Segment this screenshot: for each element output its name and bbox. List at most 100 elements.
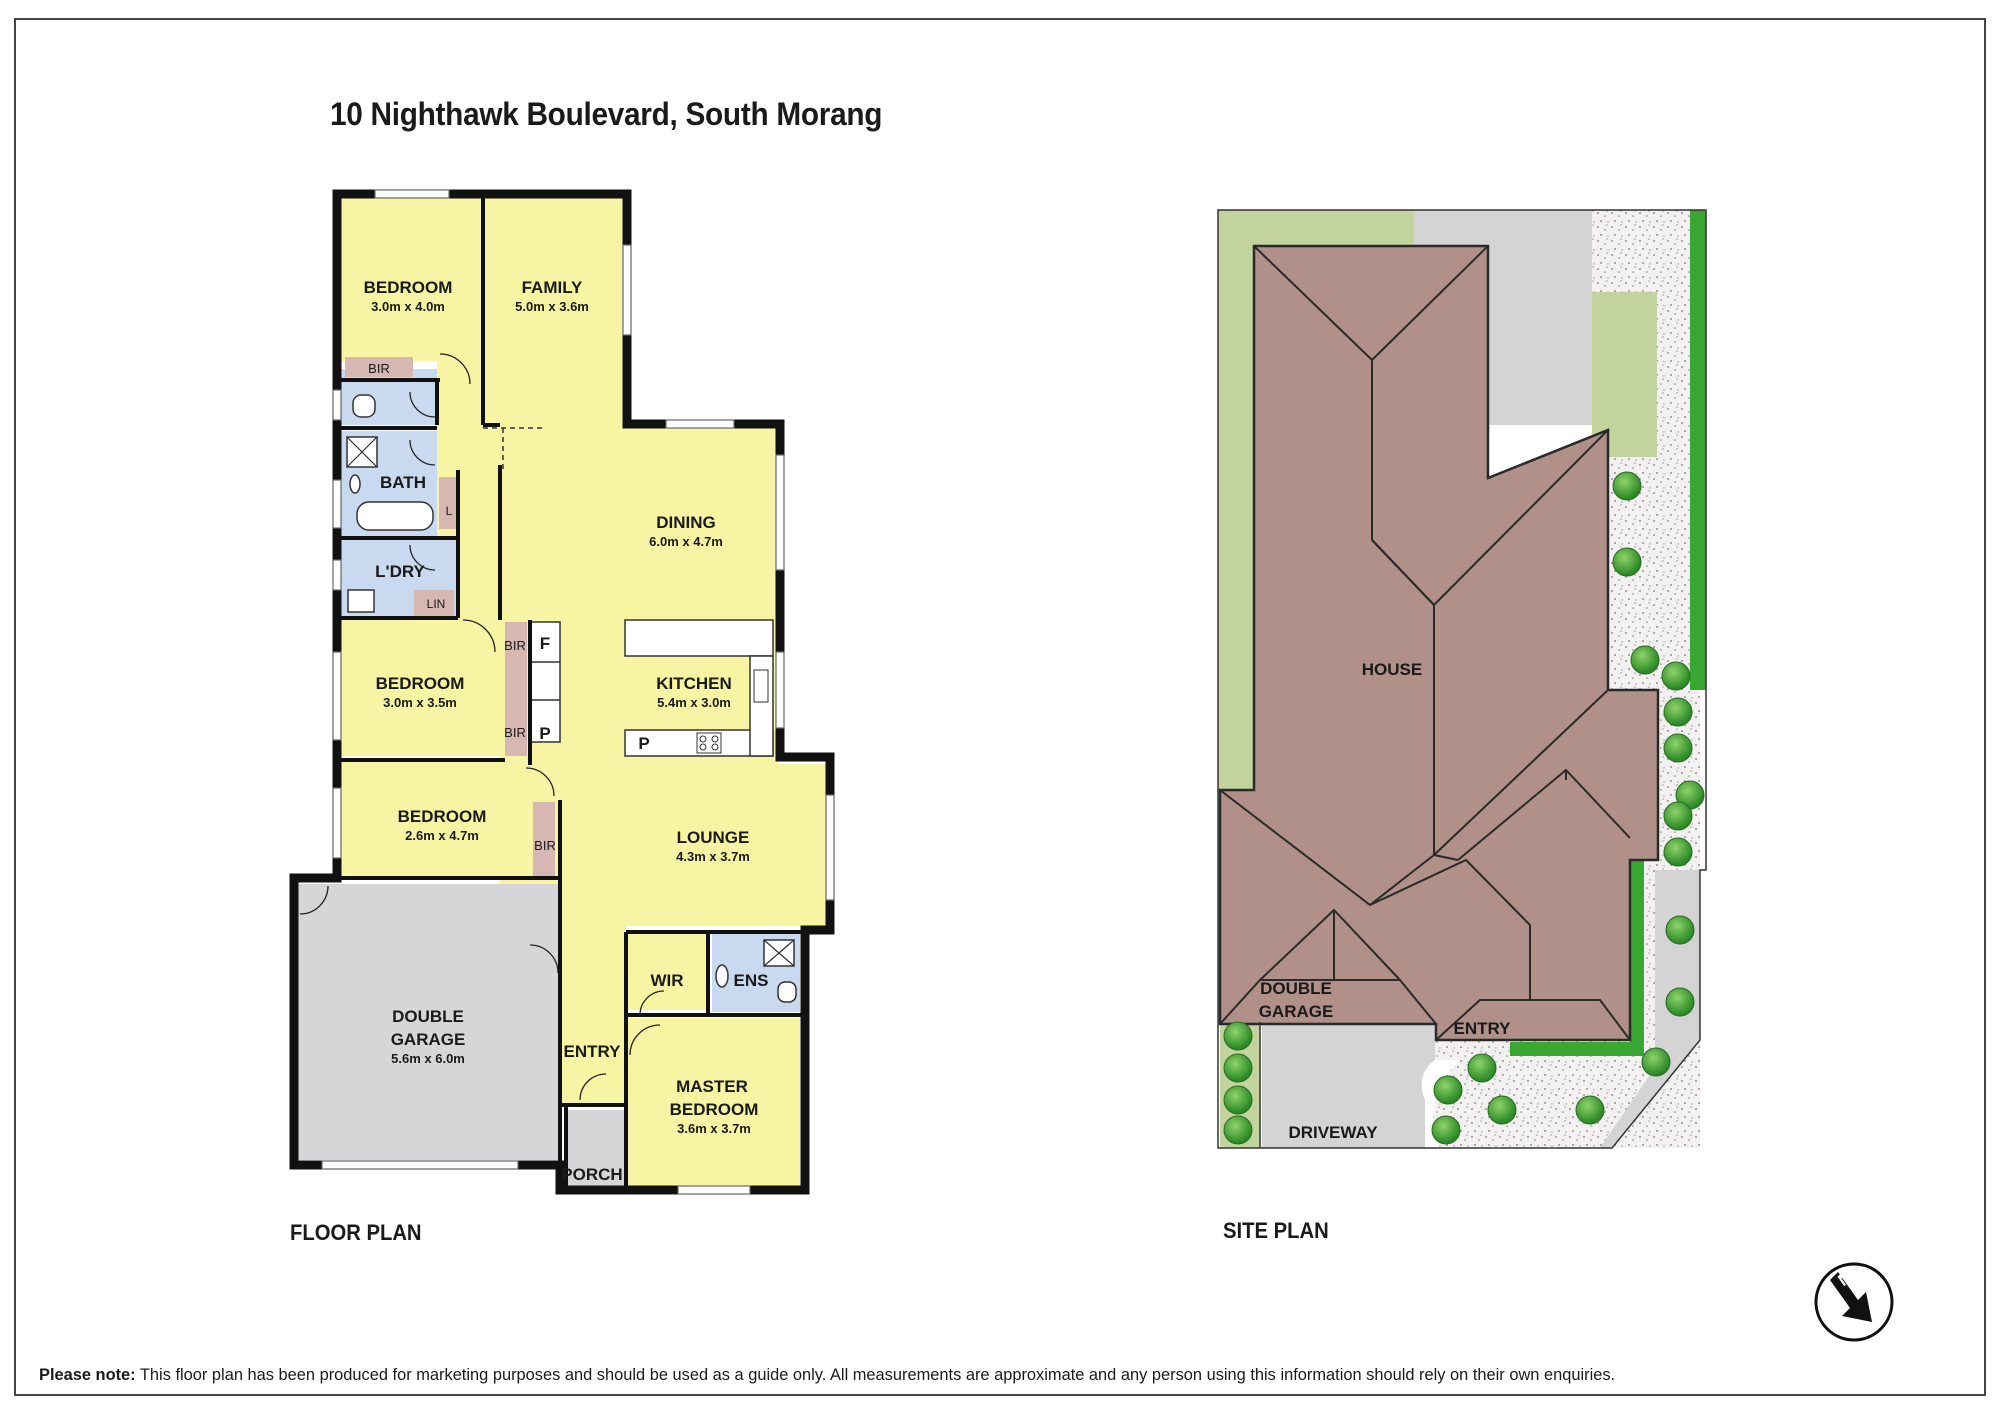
fridge-label: F <box>540 634 550 653</box>
porch-label: PORCH <box>561 1165 622 1184</box>
house-roof <box>1218 244 1660 1042</box>
bir-2-robe <box>505 622 527 756</box>
window <box>775 651 785 729</box>
shrub-icon <box>1630 645 1660 675</box>
garage-label: GARAGE <box>1259 1002 1334 1021</box>
vanity-basin-icon <box>349 474 361 494</box>
door-laundry <box>409 544 436 571</box>
shrub-icon <box>1431 1115 1461 1145</box>
arrow-icon <box>1830 1272 1872 1322</box>
pantry-label: P <box>638 734 649 753</box>
ens-label: ENS <box>734 971 769 990</box>
door-bath <box>409 439 436 466</box>
rear-lawn-patch <box>1592 292 1657 457</box>
kitchen-benches <box>529 619 774 757</box>
house-outline <box>1218 244 1660 1042</box>
door-toilet <box>409 391 436 418</box>
shrub-icon <box>1663 801 1693 831</box>
window <box>622 244 632 336</box>
shrub-icon <box>1223 1085 1253 1115</box>
family-area <box>483 196 623 425</box>
shrubs <box>1223 471 1705 1145</box>
garage-door <box>321 1160 519 1170</box>
site-labels: HOUSE DOUBLE GARAGE ENTRY DRIVEWAY <box>1259 660 1511 1142</box>
room-name: KITCHEN <box>656 674 732 693</box>
wir-label: WIR <box>650 971 683 990</box>
entry-hall-area <box>560 926 626 1105</box>
bir-label: BIR <box>534 838 556 853</box>
kitchen-island <box>624 619 774 657</box>
cooktop-icon <box>696 732 722 754</box>
shrub-icon <box>1467 1053 1497 1083</box>
hedge-front <box>1630 840 1644 1055</box>
room-name: BEDROOM <box>364 278 453 297</box>
hedge-east <box>1690 210 1706 690</box>
l-label: L <box>446 504 453 518</box>
shrub-icon <box>1665 915 1695 945</box>
shrub-icon <box>1487 1095 1517 1125</box>
driveway <box>1262 1022 1435 1148</box>
shrub-icon <box>1433 1075 1463 1105</box>
shrub-icon <box>1665 987 1695 1017</box>
room-dims: 3.0m x 4.0m <box>371 299 445 314</box>
shrub-icon <box>1612 547 1642 577</box>
room-dims: 3.6m x 3.7m <box>677 1121 751 1136</box>
room-name: BEDROOM <box>376 674 465 693</box>
door-garage-side <box>299 885 329 915</box>
laundry-trough-icon <box>347 589 375 613</box>
rear-paving <box>1414 210 1592 250</box>
room-dims: 3.0m x 3.5m <box>383 695 457 710</box>
door-master <box>629 1024 661 1056</box>
laundry-label: L'DRY <box>375 562 425 581</box>
room-dims: 6.0m x 4.7m <box>649 534 723 549</box>
door-bedroom-1 <box>439 353 471 385</box>
porch-area <box>564 1110 624 1190</box>
site-boundary <box>1217 209 1707 1149</box>
bathroom-fixtures <box>346 394 797 1003</box>
bir-1-robe <box>345 357 413 377</box>
interior-walls <box>337 196 805 1190</box>
floor-plan-label: FLOOR PLAN <box>290 1220 422 1245</box>
room-labels: BEDROOM 3.0m x 4.0m FAMILY 5.0m x 3.6m D… <box>364 278 769 1184</box>
door-entry <box>579 1073 607 1101</box>
window <box>332 651 342 741</box>
wir-area <box>626 934 706 1010</box>
room-dims: 2.6m x 4.7m <box>405 828 479 843</box>
bedroom-2-area <box>337 620 503 756</box>
window <box>332 389 342 421</box>
bath-label: BATH <box>380 473 426 492</box>
window <box>374 189 450 199</box>
lin-label: LIN <box>427 597 446 611</box>
disclaimer-text: This floor plan has been produced for ma… <box>135 1365 1616 1384</box>
shrub-icon <box>1641 1047 1671 1077</box>
room-name: FAMILY <box>522 278 583 297</box>
window <box>332 787 342 859</box>
bir-3-robe <box>533 802 555 878</box>
bir-label: BIR <box>504 638 526 653</box>
window <box>825 794 835 901</box>
window <box>332 559 342 591</box>
shrub-icon <box>1661 661 1691 691</box>
shrub-icon <box>1223 1115 1253 1145</box>
room-name: BEDROOM <box>398 807 487 826</box>
page-title: 10 Nighthawk Boulevard, South Morang <box>330 96 883 132</box>
shrub-icon <box>1663 837 1693 867</box>
toilet-icon <box>352 394 376 418</box>
sink-icon <box>753 669 769 703</box>
room-fills <box>296 196 826 1190</box>
disclaimer: Please note: This floor plan has been pr… <box>39 1365 1615 1385</box>
bathtub-icon <box>356 501 434 531</box>
shrub-icon <box>1663 733 1693 763</box>
alfresco-paving <box>1485 245 1592 425</box>
shrub-icon <box>1612 471 1642 501</box>
bir-label: BIR <box>368 361 390 376</box>
room-dims: 4.3m x 3.7m <box>676 849 750 864</box>
room-dims: 5.0m x 3.6m <box>515 299 589 314</box>
room-name: GARAGE <box>391 1030 466 1049</box>
room-name: MASTER <box>676 1077 748 1096</box>
room-dims: 5.4m x 3.0m <box>657 695 731 710</box>
room-name: DOUBLE <box>392 1007 464 1026</box>
window <box>332 479 342 529</box>
